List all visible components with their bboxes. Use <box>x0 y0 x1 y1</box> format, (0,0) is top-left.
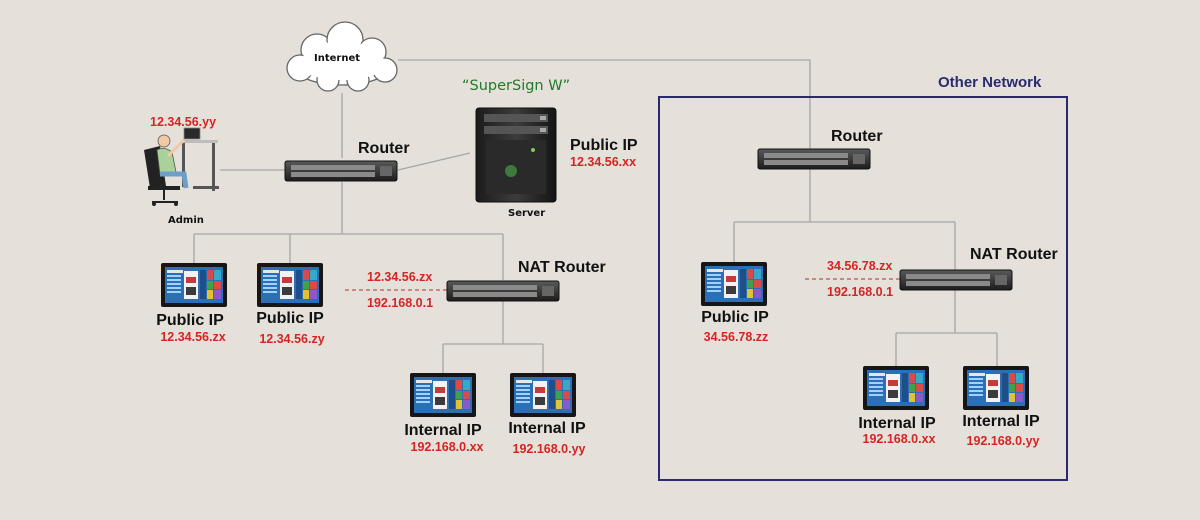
main-router-label: Router <box>358 140 410 157</box>
other-internal-display-1-ip: 192.168.0.xx <box>862 432 936 446</box>
other-network-title: Other Network <box>938 74 1042 91</box>
internal-display-1-label: Internal IP <box>404 422 482 439</box>
internal-display-2-ip: 192.168.0.yy <box>512 442 586 456</box>
other-nat-router-label: NAT Router <box>970 246 1058 263</box>
server-icon <box>475 107 557 203</box>
other-internal-display-2-label: Internal IP <box>962 413 1040 430</box>
public-display-2-icon <box>257 263 323 307</box>
other-internal-display-2-icon <box>963 366 1029 410</box>
other-nat-router-lan-ip: 192.168.0.1 <box>827 285 894 299</box>
connection-lines <box>193 59 998 373</box>
nat-router-label: NAT Router <box>518 259 606 276</box>
public-display-1-label: Public IP <box>156 312 224 329</box>
other-nat-router-wan-ip: 34.56.78.zx <box>827 259 893 273</box>
nat-router-icon <box>446 280 560 302</box>
internal-display-2-label: Internal IP <box>508 420 586 437</box>
other-internal-display-1-label: Internal IP <box>858 415 936 432</box>
cloud-icon <box>286 21 398 92</box>
server-caption: Server <box>508 208 546 219</box>
internal-display-2-icon <box>510 373 576 417</box>
other-router-label: Router <box>831 128 883 145</box>
admin-label: Admin <box>168 215 204 226</box>
internal-display-1-icon <box>410 373 476 417</box>
public-display-2-label: Public IP <box>256 310 324 327</box>
server-title: “SuperSign W” <box>462 78 571 94</box>
internal-display-1-ip: 192.168.0.xx <box>410 440 484 454</box>
other-internal-display-2-ip: 192.168.0.yy <box>966 434 1040 448</box>
other-network-box <box>658 96 1068 481</box>
server-ip: 12.34.56.xx <box>570 155 637 169</box>
nat-router-lan-ip: 192.168.0.1 <box>367 296 434 310</box>
internet-label: Internet <box>314 53 361 64</box>
server-ip-label: Public IP <box>570 137 638 154</box>
other-public-display-icon <box>701 262 767 306</box>
other-nat-router-icon <box>899 269 1013 291</box>
link-router-to-server <box>397 152 471 171</box>
other-public-display-label: Public IP <box>701 309 769 326</box>
public-display-2-ip: 12.34.56.zy <box>259 332 325 346</box>
public-display-1-ip: 12.34.56.zx <box>160 330 226 344</box>
admin-workstation-icon <box>144 127 219 206</box>
other-router-icon <box>757 148 871 170</box>
other-internal-display-1-icon <box>863 366 929 410</box>
main-router-icon <box>284 160 398 182</box>
public-display-1-icon <box>161 263 227 307</box>
link-internet-to-other-router <box>398 59 811 150</box>
nat-router-wan-ip: 12.34.56.zx <box>367 270 433 284</box>
admin-ip: 12.34.56.yy <box>150 115 217 129</box>
other-public-display-ip: 34.56.78.zz <box>703 330 769 344</box>
